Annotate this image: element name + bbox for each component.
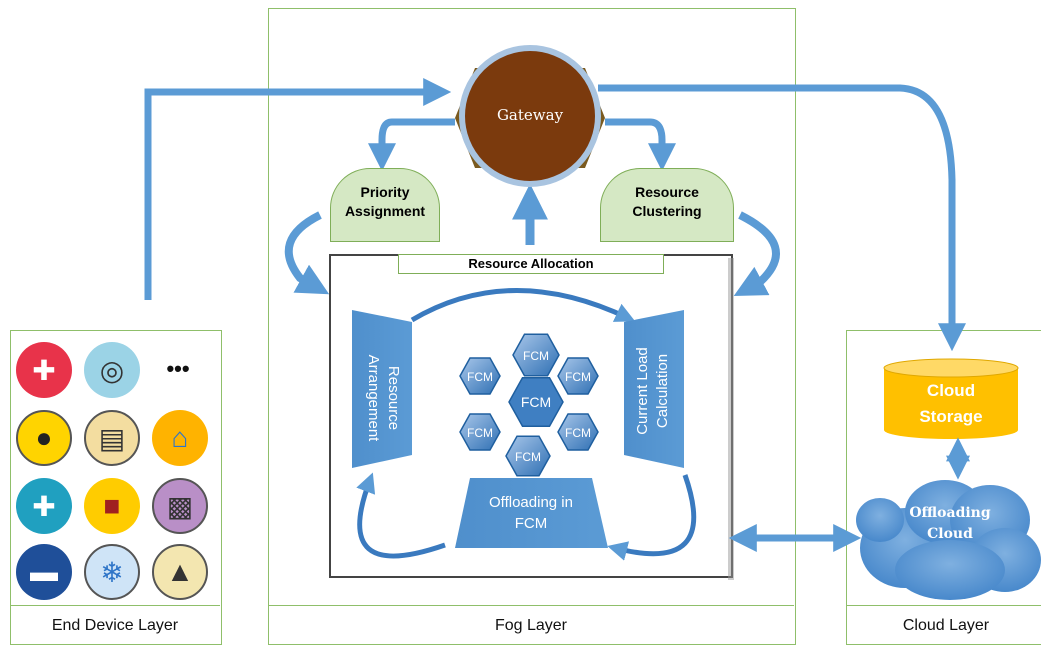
arc-arrow-top [410,288,636,323]
washing-machine-icon: ◎ [84,342,140,398]
arrow-gateway-to-cloud [598,84,966,352]
end-device-label-divider [10,605,220,606]
offloading-cloud-line2: Cloud [927,526,973,542]
power-tower-icon: ▲ [152,544,208,600]
fcm-hexagon [508,376,564,428]
offloading-cloud-label: Offloading Cloud [880,503,1020,545]
priority-assignment-box: Priority Assignment [330,168,440,242]
cctv-camera-icon: ■ [84,478,140,534]
fcm-label: FCM [467,426,493,440]
cloud-storage-label: Cloud Storage [884,378,1018,430]
resource-clustering-box: Resource Clustering [600,168,734,242]
car-icon: ▬ [16,544,72,600]
resource-allocation-title: Resource Allocation [398,254,664,274]
arrow-gateway-to-clustering [605,118,676,172]
fcm-hexagon [505,435,551,477]
arc-arrow-bottom-left [356,472,446,559]
fog-layer-label: Fog Layer [494,617,568,634]
offloading-fcm-line2: FCM [514,515,548,532]
fcm-label: FCM [523,349,549,363]
arrow-gateway-to-priority [368,118,455,172]
resource-arrangement-panel [352,310,412,468]
fcm-hexagon [459,357,501,395]
current-load-panel [624,310,684,468]
offloading-fcm-line1: Offloading in [489,494,573,511]
fcm-hexagon [459,413,501,451]
fcm-hexagon [512,333,560,377]
fcm-hexagon [557,357,599,395]
hospital-bed-icon: ✚ [16,342,72,398]
offloading-cloud-line1: Offloading [909,505,991,521]
fcm-label: FCM [467,370,493,384]
gateway-circle [459,45,601,187]
resource-clustering-line2: Clustering [632,203,702,219]
home-icon: ⌂ [152,410,208,466]
fcm-hexagon [557,413,599,451]
gateway-label: Gateway [496,106,564,124]
fog-label-divider [268,605,794,606]
more-dots-icon: ••• [166,356,190,381]
cloud-storage-cylinder [883,358,1019,439]
fcm-label: FCM [565,426,591,440]
arc-arrow-bottom-right [607,474,697,561]
offloading-fcm-panel [455,478,608,548]
ambulance-icon: ✚ [16,478,72,534]
television-icon: ▩ [152,478,208,534]
traffic-light-icon: ● [16,410,72,466]
factory-icon: ▤ [84,410,140,466]
arrow-device-to-gateway [144,78,452,300]
cloud-storage-line2: Storage [919,407,983,426]
cloud-storage-line1: Cloud [926,381,976,400]
cloud-label-divider [846,605,1041,606]
offloading-fcm-label: Offloading in FCM [470,492,592,534]
thermometer-snowflake-icon: ❄ [84,544,140,600]
arrow-clustering-to-allocation [733,211,780,297]
priority-assignment-line2: Assignment [344,203,426,219]
allocation-box-shadow [728,258,734,580]
fcm-label: FCM [515,450,541,464]
offloading-cloud-shape [856,480,1041,600]
end-device-layer-label: End Device Layer [51,617,179,634]
resource-clustering-line1: Resource [635,184,699,200]
cloud-layer-label: Cloud Layer [902,617,990,634]
fcm-label: FCM [565,370,591,384]
arrow-priority-to-allocation [284,211,330,295]
fcm-label: FCM [521,394,551,410]
priority-assignment-line1: Priority [360,184,410,200]
